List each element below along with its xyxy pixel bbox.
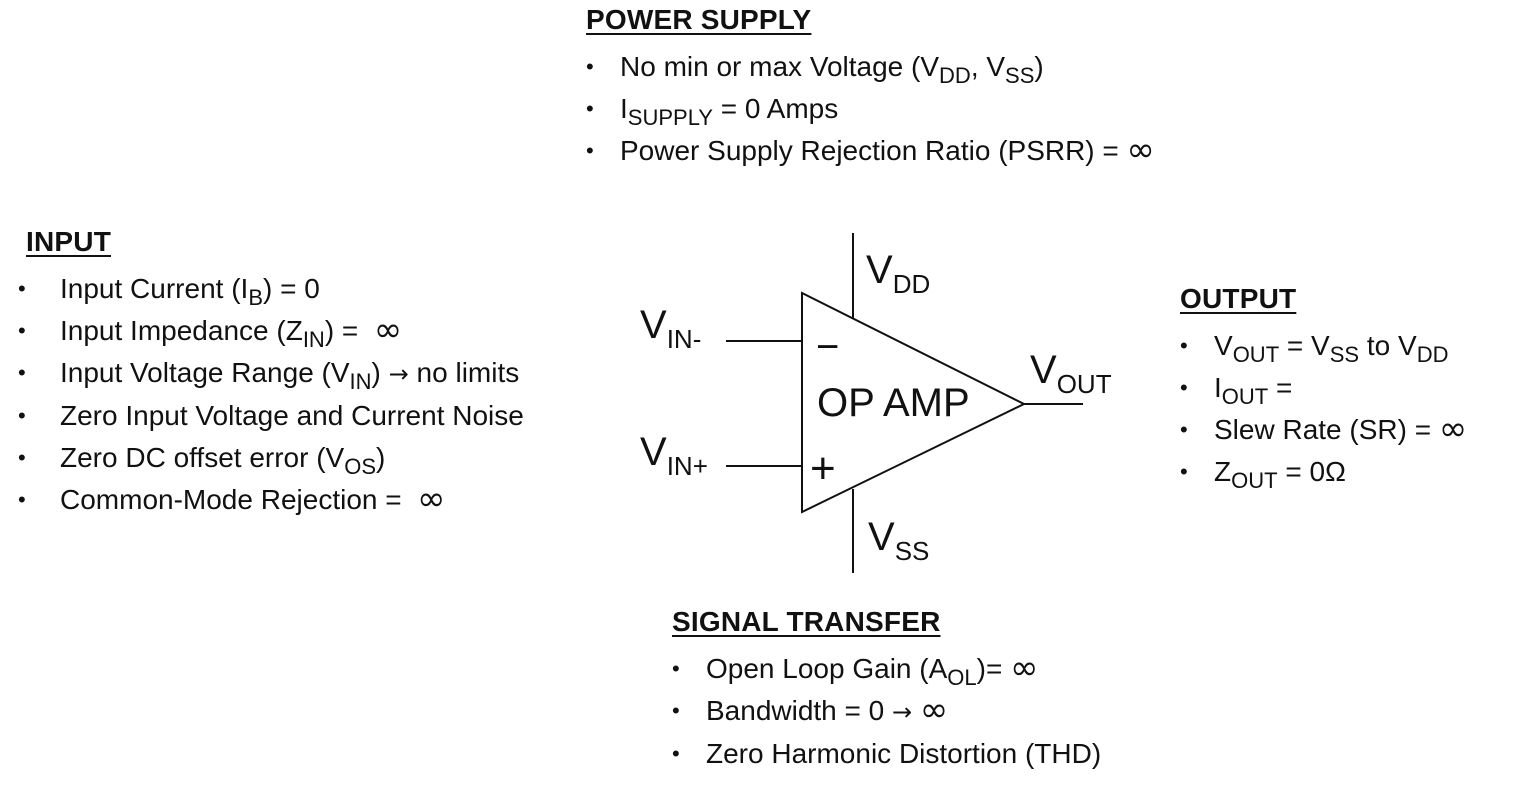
list-item: •Open Loop Gain (AOL)= ∞: [672, 648, 1039, 690]
signal-transfer-section: SIGNAL TRANSFER •Open Loop Gain (AOL)= ∞…: [672, 606, 1101, 775]
op-amp-triangle: [801, 291, 1027, 514]
list-item: •ZOUT = 0Ω: [1180, 451, 1467, 493]
op-amp-diagram: − + OP AMP VDD VSS VIN- VIN+ VOUT: [640, 233, 1112, 573]
bullet-icon: •: [1180, 375, 1188, 400]
list-item: •ISUPPLY = 0 Amps: [586, 88, 1155, 130]
arrow-right-icon: →: [892, 698, 913, 726]
minus-sign: −: [816, 325, 839, 369]
bullet-icon: •: [18, 360, 26, 385]
op-amp-label: OP AMP: [817, 381, 970, 425]
infinity-symbol: ∞: [1010, 648, 1039, 688]
list-item: •Zero Harmonic Distortion (THD): [672, 733, 1101, 775]
bullet-icon: •: [1180, 459, 1188, 484]
bullet-icon: •: [1180, 333, 1188, 358]
list-item: •Power Supply Rejection Ratio (PSRR) = ∞: [586, 130, 1155, 170]
bullet-icon: •: [586, 96, 594, 121]
vout-label: VOUT: [1030, 348, 1112, 399]
infinity-symbol: ∞: [373, 310, 403, 350]
bullet-icon: •: [672, 698, 680, 723]
input-heading: INPUT: [26, 226, 111, 257]
infinity-symbol: ∞: [1126, 130, 1155, 170]
vin-minus-label: VIN-: [640, 303, 701, 354]
output-section: OUTPUT •VOUT = VSS to VDD •IOUT = •Slew …: [1180, 283, 1467, 493]
list-item: •Common-Mode Rejection = ∞: [18, 479, 446, 519]
power-supply-section: POWER SUPPLY •No min or max Voltage (VDD…: [586, 4, 1155, 172]
bullet-icon: •: [586, 54, 594, 79]
plus-sign: +: [810, 444, 836, 493]
bullet-icon: •: [672, 656, 680, 681]
list-item: •No min or max Voltage (VDD, VSS): [586, 46, 1155, 88]
bullet-icon: •: [1180, 417, 1188, 442]
bullet-icon: •: [18, 487, 26, 512]
output-heading: OUTPUT: [1180, 283, 1297, 314]
power-supply-list: •No min or max Voltage (VDD, VSS) •ISUPP…: [586, 46, 1155, 172]
signal-transfer-list: •Open Loop Gain (AOL)= ∞ •Bandwidth = 0 …: [672, 648, 1101, 775]
bullet-icon: •: [586, 138, 594, 163]
signal-transfer-heading: SIGNAL TRANSFER: [672, 606, 941, 637]
vin-plus-label: VIN+: [640, 430, 708, 481]
bullet-icon: •: [18, 318, 26, 343]
vdd-label: VDD: [866, 248, 930, 299]
list-item: •Input Impedance (ZIN) = ∞: [18, 310, 403, 352]
list-item: •Slew Rate (SR) = ∞: [1180, 409, 1468, 449]
bullet-icon: •: [18, 403, 26, 428]
list-item: •Input Current (IB) = 0: [18, 268, 524, 310]
list-item: •VOUT = VSS to VDD: [1180, 325, 1467, 367]
list-item: •Input Voltage Range (VIN) → no limits: [18, 352, 524, 395]
bullet-icon: •: [18, 445, 26, 470]
infinity-symbol: ∞: [919, 690, 949, 730]
arrow-right-icon: →: [388, 360, 409, 388]
infinity-symbol: ∞: [1438, 409, 1468, 449]
list-item: •Bandwidth = 0 → ∞: [672, 690, 949, 730]
infinity-symbol: ∞: [417, 479, 446, 519]
output-list: •VOUT = VSS to VDD •IOUT = •Slew Rate (S…: [1180, 325, 1467, 493]
bullet-icon: •: [672, 741, 680, 766]
input-list: •Input Current (IB) = 0 •Input Impedance…: [18, 268, 524, 521]
list-item: •Zero DC offset error (VOS): [18, 437, 524, 479]
list-item: •IOUT =: [1180, 367, 1467, 409]
vss-label: VSS: [868, 515, 929, 566]
bullet-icon: •: [18, 276, 26, 301]
power-supply-heading: POWER SUPPLY: [586, 4, 812, 35]
input-section: INPUT •Input Current (IB) = 0 •Input Imp…: [18, 226, 524, 521]
list-item: •Zero Input Voltage and Current Noise: [18, 395, 524, 437]
